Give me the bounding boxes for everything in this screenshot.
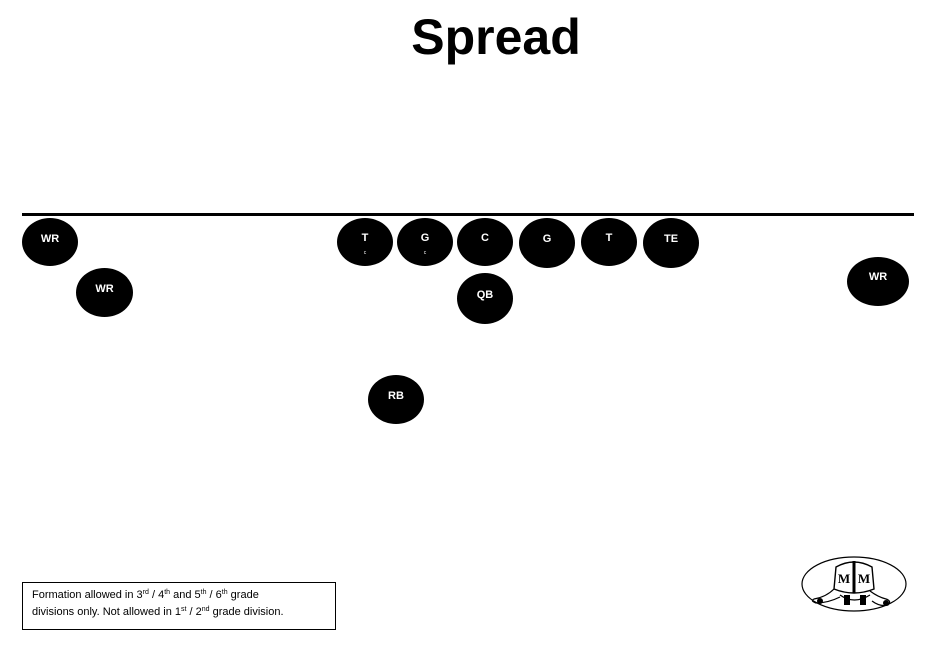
player-sublabel: c (423, 250, 427, 256)
player-left-guard: G c (397, 218, 453, 266)
note-line-2: divisions only. Not allowed in 1st / 2nd… (32, 604, 326, 621)
player-running-back: RB (368, 375, 424, 424)
player-label: G (420, 232, 430, 244)
player-label: T (605, 232, 613, 244)
note-text: and 5 (170, 589, 201, 601)
player-label: T (361, 232, 369, 244)
player-left-tackle: T c (337, 218, 393, 266)
football-helmet-mascot-icon: M M (801, 556, 907, 612)
player-right-guard: G (519, 218, 575, 268)
player-label: WR (868, 271, 888, 283)
note-text: / 4 (148, 589, 165, 601)
player-right-tackle: T (581, 218, 637, 266)
player-sublabel: c (363, 250, 367, 256)
note-text: / 6 (206, 589, 222, 601)
player-wr-right: WR (847, 257, 909, 306)
note-superscript: st (180, 606, 187, 613)
logo-letter-right: M (858, 571, 870, 586)
note-superscript: th (164, 589, 171, 596)
player-label: RB (388, 390, 404, 402)
player-tight-end: TE (643, 218, 699, 268)
note-superscript: rd (142, 589, 149, 596)
player-label: TE (663, 233, 679, 245)
line-of-scrimmage (22, 213, 914, 216)
player-label: G (542, 233, 552, 245)
note-superscript: th (221, 589, 228, 596)
eligibility-note: Formation allowed in 3rd / 4th and 5th /… (22, 582, 336, 630)
note-line-1: Formation allowed in 3rd / 4th and 5th /… (32, 587, 326, 604)
note-text: Formation allowed in 3 (32, 589, 143, 601)
formation-title: Spread (411, 9, 581, 65)
note-text: grade (227, 589, 259, 601)
note-superscript: th (200, 589, 207, 596)
player-wr-left-bottom: WR (76, 268, 133, 317)
player-quarterback: QB (457, 273, 513, 324)
logo-letter-left: M (838, 571, 850, 586)
note-text: grade division. (209, 606, 284, 618)
player-center: C (457, 218, 513, 266)
player-wr-left-top: WR (22, 218, 78, 266)
note-text: divisions only. Not allowed in 1 (32, 606, 181, 618)
player-label: WR (95, 283, 114, 295)
player-label: QB (476, 289, 494, 301)
note-text: / 2 (186, 606, 202, 618)
player-label: C (481, 232, 489, 244)
note-superscript: nd (201, 606, 210, 613)
player-label: WR (40, 233, 60, 245)
